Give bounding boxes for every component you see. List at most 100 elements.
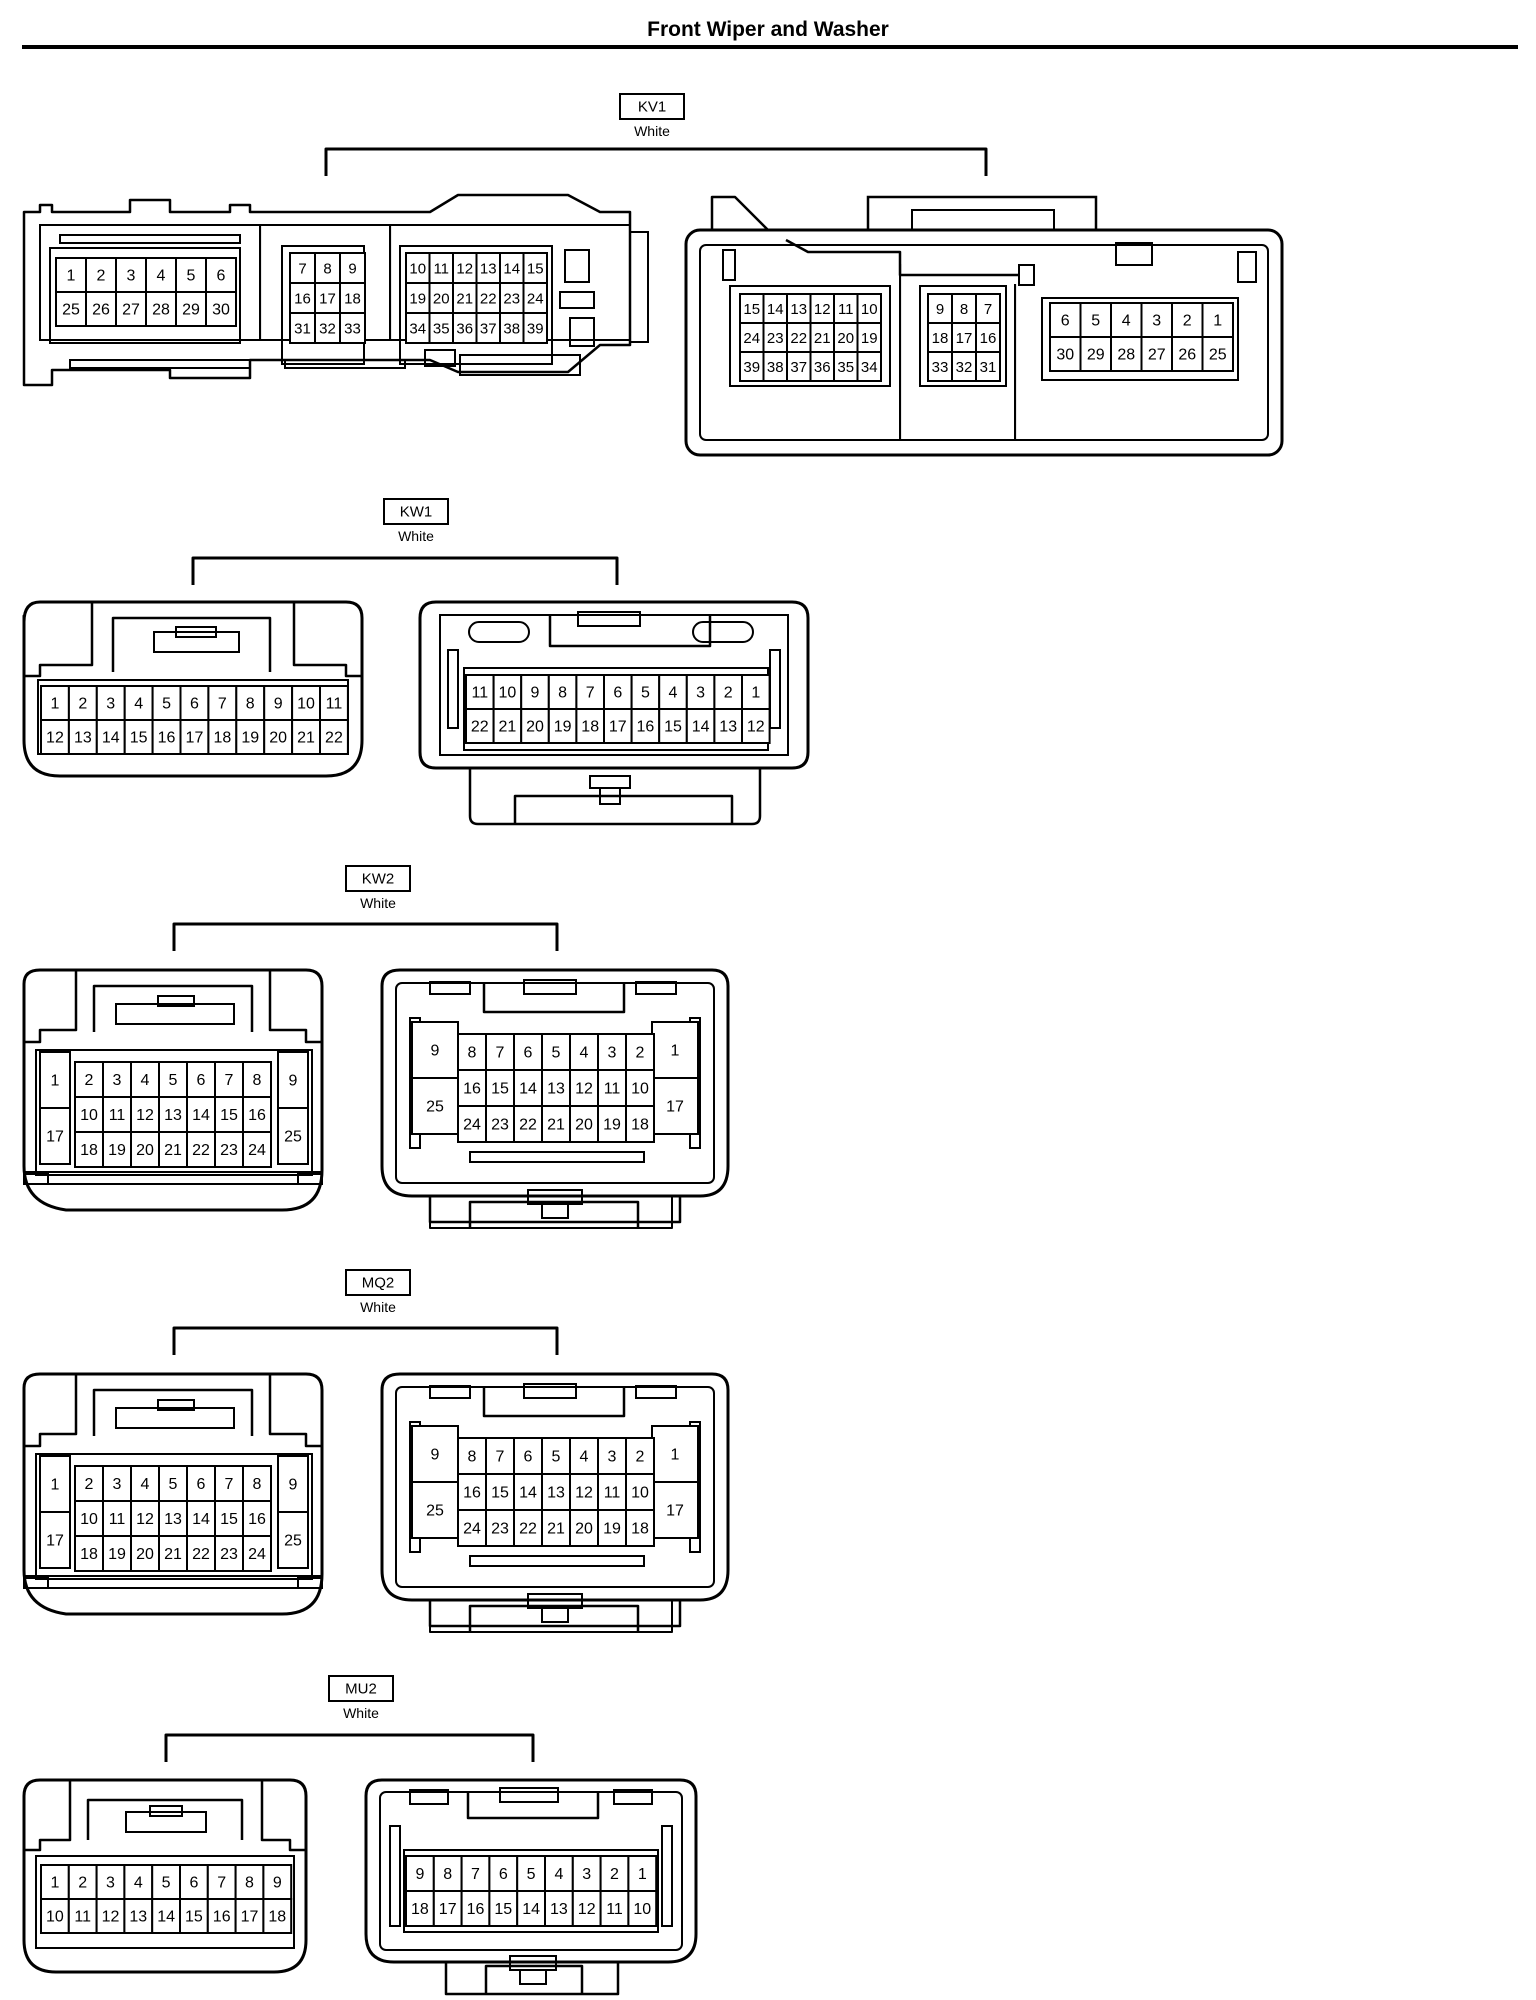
pin-cell <box>123 1898 154 1934</box>
pin-number: 25 <box>62 302 80 319</box>
pin-number: 17 <box>46 1129 64 1146</box>
pin-number: 13 <box>74 730 92 747</box>
pin-number: 24 <box>463 1521 481 1538</box>
pin-cell <box>319 719 349 755</box>
pin-cell <box>263 719 294 755</box>
pin-number: 14 <box>519 1081 537 1098</box>
pin-number: 21 <box>297 730 315 747</box>
housing-outline <box>92 984 254 1032</box>
latch-slot <box>523 979 577 995</box>
housing-outline <box>92 1388 254 1436</box>
pin-number: 10 <box>80 1107 98 1124</box>
housing-outline <box>444 1962 620 1996</box>
bracket-line <box>191 556 619 585</box>
housing-outline <box>428 1600 682 1628</box>
pin-number: 15 <box>743 301 760 318</box>
pin-cell <box>485 1509 515 1547</box>
pin-number: 20 <box>526 719 544 736</box>
pin-number: 1 <box>671 1043 680 1060</box>
pin-number: 4 <box>157 268 166 285</box>
pin-number: 12 <box>575 1081 593 1098</box>
pin-number: 23 <box>767 330 784 347</box>
pin-number: 8 <box>468 1045 477 1062</box>
side-tab <box>661 1825 673 1927</box>
pin-number: 14 <box>503 261 520 278</box>
pin-number: 22 <box>471 719 489 736</box>
pin-number: 10 <box>499 685 517 702</box>
pin-number: 21 <box>547 1521 565 1538</box>
pin-number: 6 <box>524 1045 533 1062</box>
housing-outline <box>380 968 730 1198</box>
pin-cell <box>67 719 98 755</box>
keying-slot <box>569 317 595 347</box>
housing-outline <box>395 1386 715 1588</box>
pin-number: 18 <box>80 1546 98 1563</box>
housing-outline <box>111 616 272 672</box>
pin-number: 9 <box>531 685 540 702</box>
latch-slot <box>157 995 195 1007</box>
pin-number: 30 <box>1056 347 1074 364</box>
latch-slot <box>23 1173 49 1185</box>
housing-outline <box>468 1604 640 1632</box>
latch-slot <box>469 1151 645 1163</box>
page-title: Front Wiper and Washer <box>647 18 889 41</box>
pin-cell <box>40 1898 70 1934</box>
pin-number: 5 <box>527 1866 536 1883</box>
pin-number: 35 <box>433 321 450 338</box>
latch-slot <box>519 1969 547 1985</box>
housing-outline <box>699 244 1269 441</box>
pin-cell <box>951 351 977 382</box>
pin-cell <box>179 719 210 755</box>
pin-cell <box>856 351 882 382</box>
pin-number: 10 <box>861 301 878 318</box>
pin-number: 16 <box>637 719 655 736</box>
bracket-line <box>324 147 988 176</box>
pin-number: 24 <box>743 330 760 347</box>
pin-number: 22 <box>325 730 343 747</box>
connector-color: White <box>343 1705 379 1721</box>
pin-cell <box>314 282 341 314</box>
pin-number: 3 <box>696 685 705 702</box>
pin-number: 38 <box>503 321 520 338</box>
pin-number: 15 <box>220 1107 238 1124</box>
pin-cell <box>39 1051 71 1109</box>
pin-number: 5 <box>552 1045 561 1062</box>
pin-number: 18 <box>268 1909 286 1926</box>
housing-outline <box>513 794 734 824</box>
pin-number: 9 <box>936 301 944 318</box>
pin-number: 5 <box>1091 313 1100 330</box>
pin-cell <box>541 1509 571 1547</box>
pin-number: 23 <box>220 1546 238 1563</box>
pin-number: 9 <box>415 1866 424 1883</box>
housing-outline <box>399 245 553 365</box>
side-tab <box>769 649 781 729</box>
keying-slot <box>559 291 595 309</box>
pin-number: 13 <box>790 301 807 318</box>
pin-cell <box>214 1131 244 1168</box>
pin-number: 37 <box>790 359 807 376</box>
pin-number: 3 <box>1152 313 1161 330</box>
pin-number: 36 <box>456 321 473 338</box>
pin-number: 14 <box>519 1485 537 1502</box>
pin-number: 5 <box>169 1072 178 1089</box>
pin-number: 13 <box>164 1511 182 1528</box>
pin-number: 2 <box>636 1449 645 1466</box>
pin-number: 21 <box>547 1117 565 1134</box>
pin-cell <box>123 1864 154 1900</box>
pin-number: 2 <box>78 1875 87 1892</box>
pin-number: 8 <box>960 301 968 318</box>
pin-number: 7 <box>225 1476 234 1493</box>
pin-number: 6 <box>190 696 199 713</box>
latch-slot <box>409 1789 449 1805</box>
housing-outline <box>548 615 712 648</box>
pin-number: 16 <box>248 1107 266 1124</box>
pin-number: 32 <box>319 321 336 338</box>
latch-slot <box>1237 251 1257 283</box>
pin-cell <box>130 1500 160 1537</box>
pin-cell <box>1201 302 1234 338</box>
pin-cell <box>242 1535 272 1572</box>
housing-outline <box>466 1792 600 1820</box>
pin-number: 10 <box>631 1081 649 1098</box>
pin-number: 1 <box>1213 313 1222 330</box>
pin-cell <box>432 1890 463 1927</box>
